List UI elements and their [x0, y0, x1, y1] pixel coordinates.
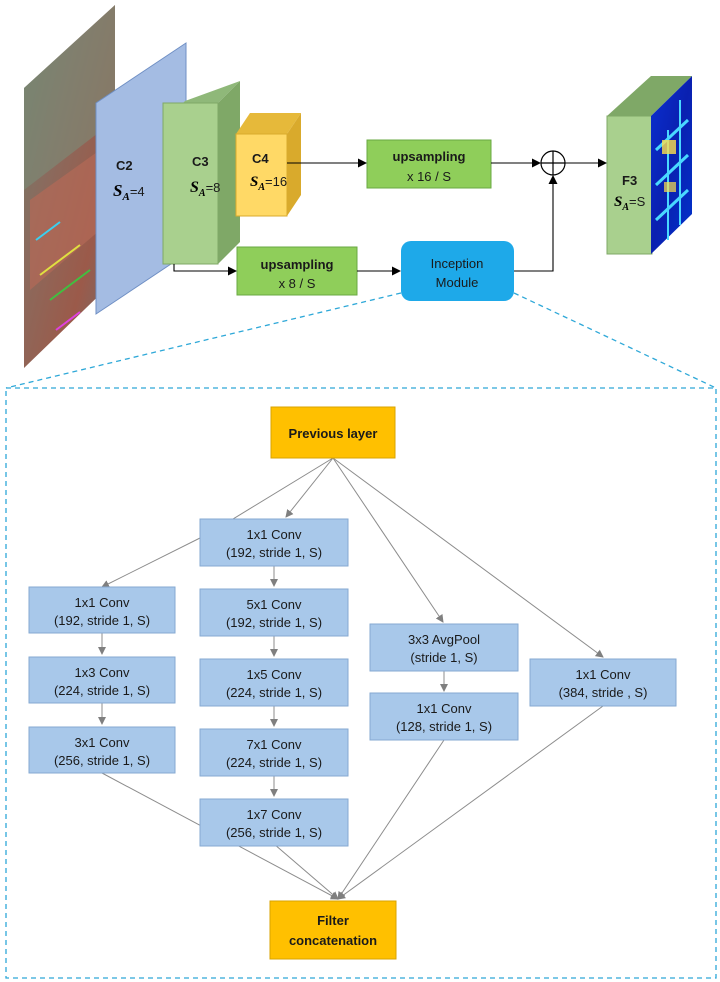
upsampling-top-title: upsampling	[393, 149, 466, 164]
branch2-node-3: 1x5 Conv (224, stride 1, S)	[199, 658, 349, 707]
op-label: 1x1 Conv	[417, 701, 472, 716]
op-label: 1x3 Conv	[75, 665, 130, 680]
layer-c3: C3 SA=8	[162, 81, 240, 265]
branch3-node-1: 3x3 AvgPool (stride 1, S)	[369, 623, 519, 672]
inception-line1: Inception	[431, 256, 484, 271]
branch2-node-2: 5x1 Conv (192, stride 1, S)	[199, 588, 349, 637]
op-label: 1x5 Conv	[247, 667, 302, 682]
op-params: (192, stride 1, S)	[54, 613, 150, 628]
branch3-node-2: 1x1 Conv (128, stride 1, S)	[369, 692, 519, 741]
op-params: (192, stride 1, S)	[226, 545, 322, 560]
branch4-node-1: 1x1 Conv (384, stride , S)	[529, 658, 677, 707]
branch2-node-5: 1x7 Conv (256, stride 1, S)	[199, 798, 349, 847]
c2-label: C2	[116, 158, 133, 173]
op-params: (stride 1, S)	[410, 650, 477, 665]
conv-box	[199, 728, 349, 777]
layer-f3: F3 SA=S	[606, 76, 692, 255]
filter-concat-line2: concatenation	[289, 933, 377, 948]
conv-box	[28, 726, 176, 774]
conv-box	[369, 692, 519, 741]
module-branches: 1x1 Conv (192, stride 1, S) 1x3 Conv (224, …	[28, 518, 677, 847]
conv-box	[369, 623, 519, 672]
upsampling-top-factor: x 16 / S	[407, 169, 451, 184]
inception-line2: Module	[436, 275, 479, 290]
top-connectors	[173, 158, 607, 276]
op-params: (192, stride 1, S)	[226, 615, 322, 630]
c3-scale: SA=8	[190, 179, 220, 199]
op-params: (224, stride 1, S)	[226, 755, 322, 770]
branch1-node-1: 1x1 Conv (192, stride 1, S)	[28, 586, 176, 634]
op-params: (224, stride 1, S)	[54, 683, 150, 698]
branch2-node-4: 7x1 Conv (224, stride 1, S)	[199, 728, 349, 777]
op-label: 1x1 Conv	[576, 667, 631, 682]
op-label: 1x1 Conv	[75, 595, 130, 610]
conv-box	[28, 586, 176, 634]
input-image	[24, 5, 115, 368]
op-label: 3x1 Conv	[75, 735, 130, 750]
op-label: 3x3 AvgPool	[408, 632, 480, 647]
upsampling-bottom: upsampling x 8 / S	[236, 246, 358, 296]
op-label: 1x1 Conv	[247, 527, 302, 542]
c4-scale: SA=16	[250, 174, 287, 193]
heatmap-pattern	[654, 100, 690, 240]
conv-box	[199, 798, 349, 847]
upsampling-bottom-title: upsampling	[261, 257, 334, 272]
op-params: (384, stride , S)	[559, 685, 648, 700]
previous-layer-label: Previous layer	[289, 426, 378, 441]
f3-scale: SA=S	[614, 194, 646, 213]
conv-box	[199, 518, 349, 567]
module-connectors	[98, 457, 604, 900]
upsampling-bottom-factor: x 8 / S	[279, 276, 316, 291]
inception-module: Inception Module	[401, 241, 514, 301]
conv-box	[199, 588, 349, 637]
previous-layer-box: Previous layer	[270, 406, 396, 459]
filter-concatenation-box: Filter concatenation	[269, 900, 397, 960]
op-params: (128, stride 1, S)	[396, 719, 492, 734]
sum-node	[540, 150, 566, 176]
op-label: 7x1 Conv	[247, 737, 302, 752]
c2-scale: SA=4	[113, 181, 145, 203]
branch1-node-3: 3x1 Conv (256, stride 1, S)	[28, 726, 176, 774]
conv-box	[28, 656, 176, 704]
branch2-node-1: 1x1 Conv (192, stride 1, S)	[199, 518, 349, 567]
c4-label: C4	[252, 151, 269, 166]
conv-box	[529, 658, 677, 707]
filter-concat-line1: Filter	[317, 913, 349, 928]
c3-label: C3	[192, 154, 209, 169]
branch1-node-2: 1x3 Conv (224, stride 1, S)	[28, 656, 176, 704]
upsampling-top: upsampling x 16 / S	[366, 139, 492, 189]
conv-box	[199, 658, 349, 707]
op-params: (256, stride 1, S)	[54, 753, 150, 768]
layer-c4: C4 SA=16	[235, 113, 301, 217]
op-params: (224, stride 1, S)	[226, 685, 322, 700]
op-label: 5x1 Conv	[247, 597, 302, 612]
f3-label: F3	[622, 173, 637, 188]
op-params: (256, stride 1, S)	[226, 825, 322, 840]
zoom-frame	[5, 292, 717, 979]
op-label: 1x7 Conv	[247, 807, 302, 822]
